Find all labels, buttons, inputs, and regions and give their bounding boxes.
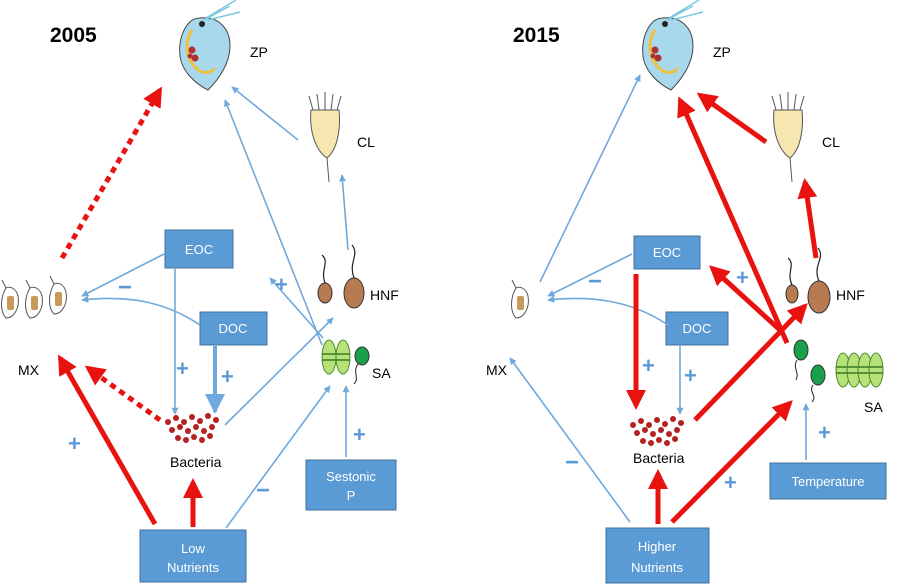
doc-box: DOC: [665, 311, 729, 346]
eoc-box: EOC: [164, 229, 234, 269]
ciliate-icon: [308, 91, 342, 183]
eoc-label: EOC: [185, 242, 213, 257]
minus-sign: −: [565, 449, 579, 476]
nutrients-label: Nutrients: [631, 560, 684, 575]
doc-box: DOC: [199, 311, 268, 346]
higher-label: Higher: [638, 539, 677, 554]
label-cl: CL: [357, 134, 375, 150]
label-zp: ZP: [250, 44, 268, 60]
higher-nutrients-box: Higher Nutrients: [605, 527, 710, 584]
plus-sign: +: [353, 422, 366, 447]
sa-icon: [321, 339, 370, 385]
nutrients-label: Nutrients: [167, 560, 220, 575]
low-label: Low: [181, 541, 205, 556]
plus-sign: +: [176, 356, 189, 381]
sestonic-p-box: Sestonic P: [305, 459, 397, 511]
zooplankton-icon: [641, 0, 705, 92]
plus-sign: +: [221, 364, 234, 389]
plus-sign: +: [736, 265, 749, 290]
label-hnf: HNF: [836, 287, 865, 303]
mixotroph-icon: [1, 275, 67, 319]
label-hnf: HNF: [370, 287, 399, 303]
bacteria-icon: [630, 416, 684, 446]
label-sa: SA: [372, 365, 391, 381]
plus-sign: +: [275, 272, 288, 297]
sign-markers: − + + + − + +: [565, 265, 831, 495]
year-label: 2005: [50, 24, 97, 47]
sign-markers: − + + + + − +: [68, 272, 366, 504]
sestonic-label: Sestonic: [326, 469, 376, 484]
hnf-icon: [317, 244, 365, 309]
doc-label: DOC: [683, 321, 712, 336]
doc-label: DOC: [219, 321, 248, 336]
panel-2005: 2005 ZP CL MX HNF SA Bacteria EOC: [1, 0, 399, 583]
sa-icon: [793, 339, 884, 403]
panel-2015: 2015 ZP CL MX HNF SA Bacteria EOC: [486, 0, 887, 584]
year-label: 2015: [513, 24, 560, 47]
eoc-label: EOC: [653, 245, 681, 260]
minus-sign: −: [256, 477, 270, 504]
temperature-box: Temperature: [769, 462, 887, 500]
blue-arrows: [509, 74, 810, 523]
label-mx: MX: [486, 362, 508, 378]
blue-arrows: [81, 86, 350, 529]
plus-sign: +: [642, 353, 655, 378]
label-cl: CL: [822, 134, 840, 150]
zooplankton-icon: [178, 0, 242, 92]
plus-sign: +: [684, 363, 697, 388]
minus-sign: −: [118, 274, 132, 301]
plus-sign: +: [724, 470, 737, 495]
eoc-box: EOC: [633, 235, 701, 270]
label-zp: ZP: [713, 44, 731, 60]
label-bacteria: Bacteria: [633, 450, 685, 466]
label-bacteria: Bacteria: [170, 454, 222, 470]
bacteria-icon: [165, 413, 219, 443]
label-mx: MX: [18, 362, 40, 378]
ciliate-icon: [771, 91, 805, 183]
plus-sign: +: [818, 420, 831, 445]
low-nutrients-box: Low Nutrients: [139, 529, 247, 583]
p-label: P: [347, 488, 356, 503]
red-arrows: [57, 86, 203, 527]
minus-sign: −: [588, 268, 602, 295]
plus-sign: +: [68, 431, 81, 456]
temperature-label: Temperature: [792, 474, 865, 489]
mixotroph-icon: [511, 279, 529, 319]
label-sa: SA: [864, 399, 883, 415]
hnf-icon: [785, 247, 831, 314]
red-arrows: [626, 92, 819, 524]
